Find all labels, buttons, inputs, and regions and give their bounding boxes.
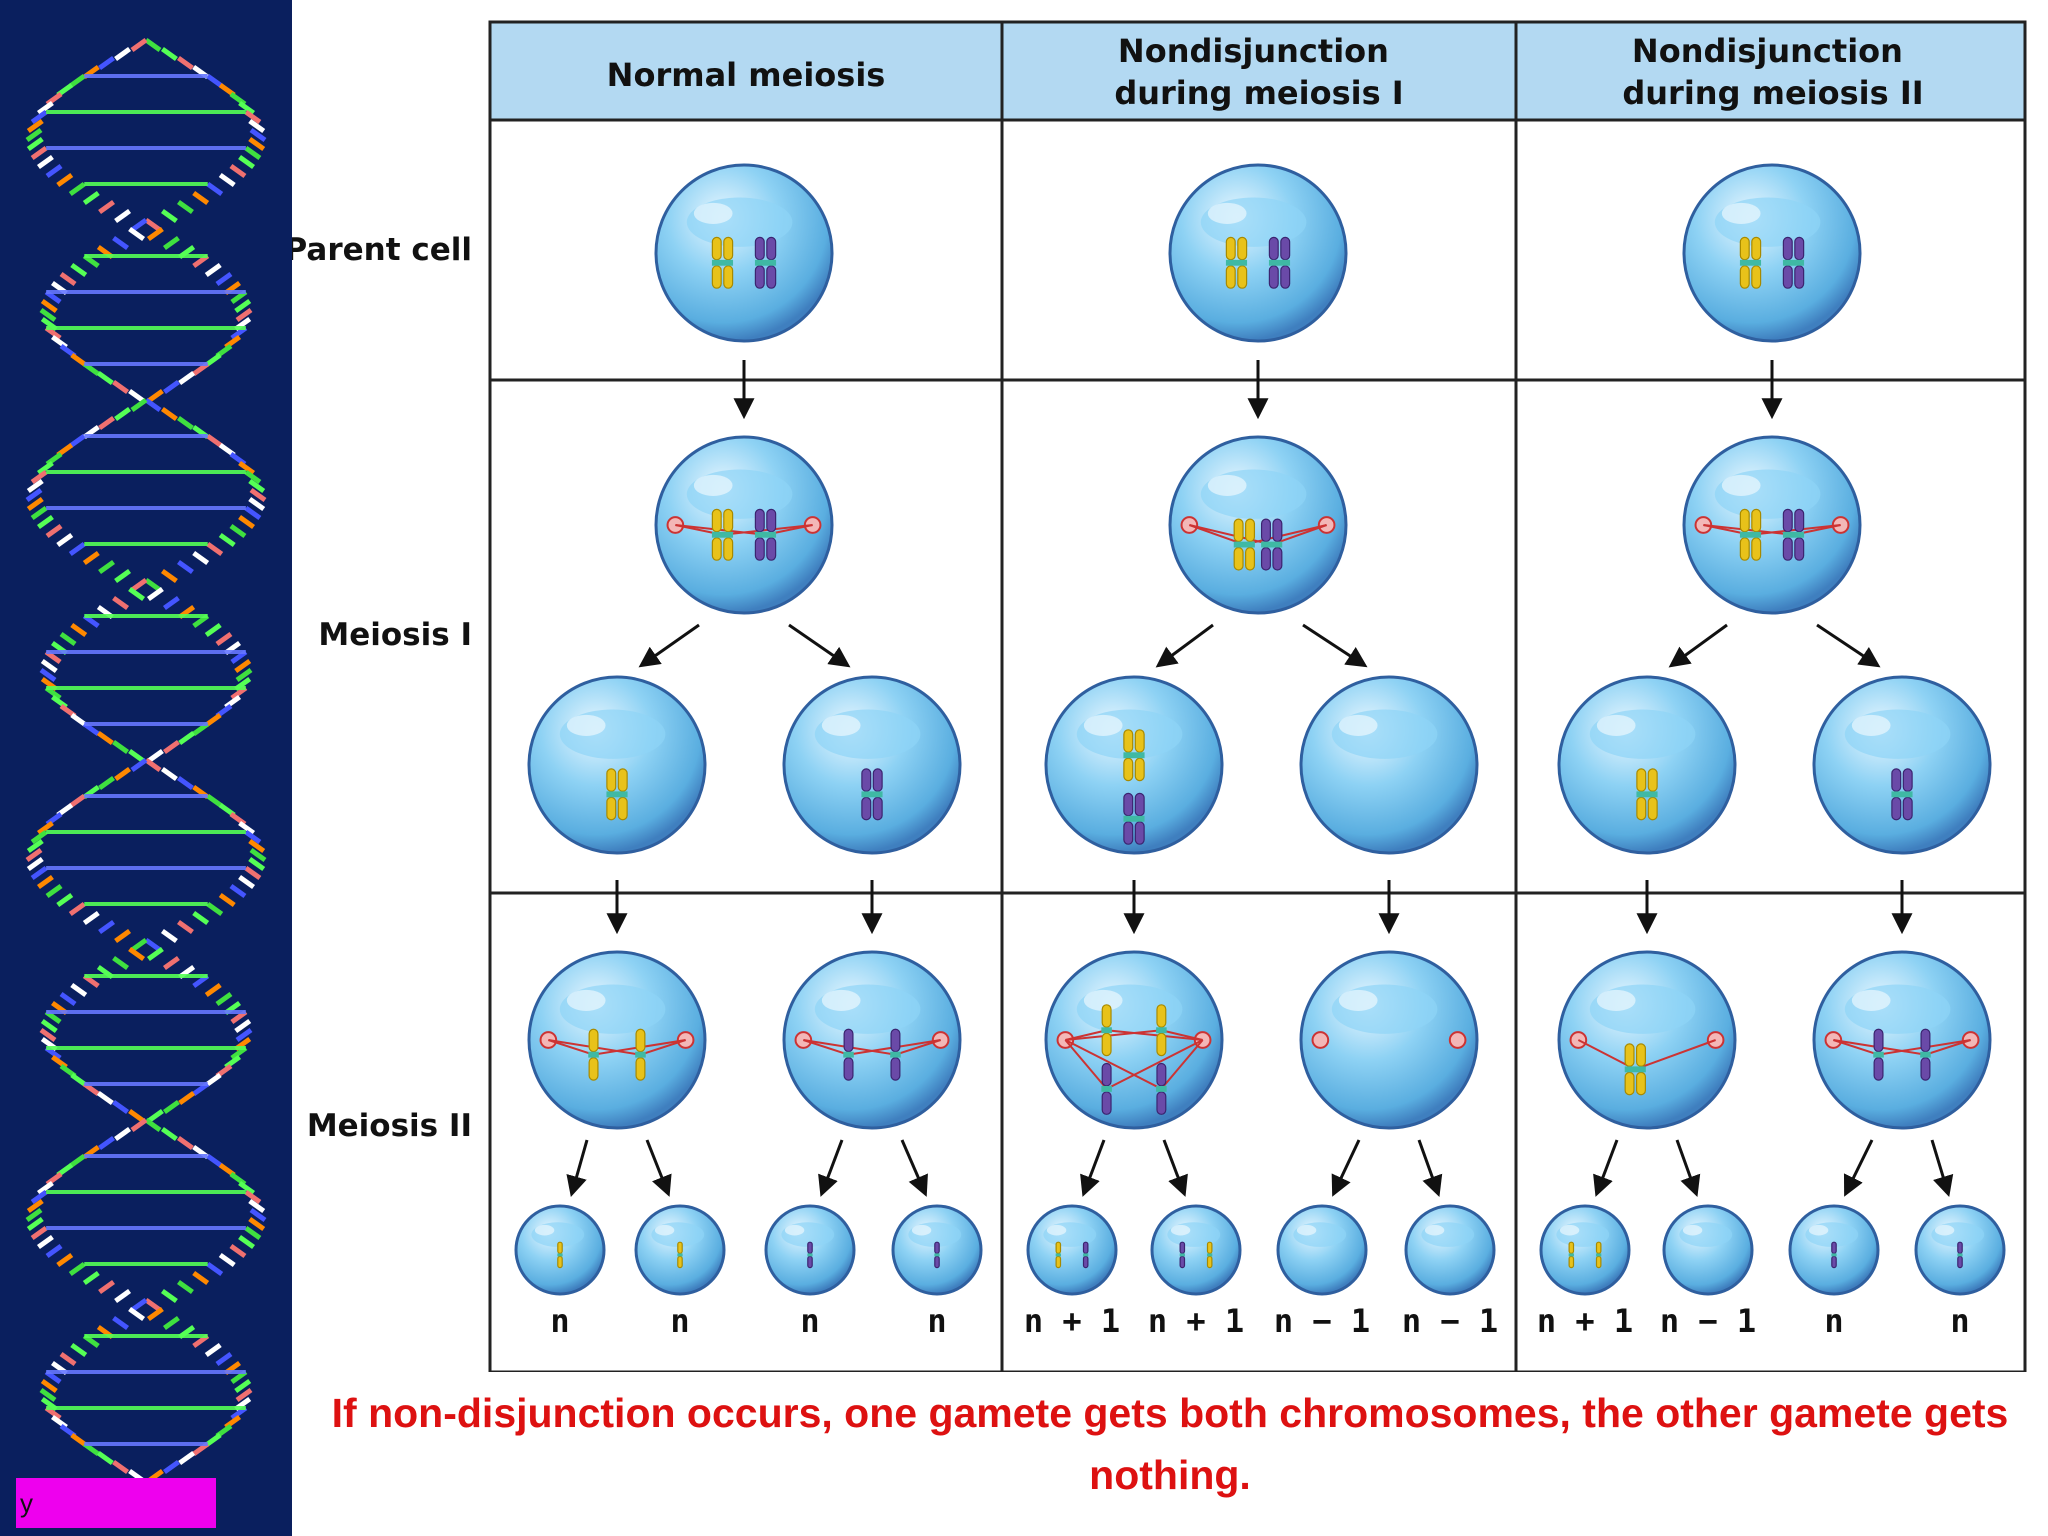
row-label-parent-cell: Parent cell <box>292 232 472 268</box>
arrow <box>900 1139 928 1197</box>
cell <box>1044 675 1224 855</box>
cell <box>1150 1204 1242 1296</box>
cell <box>1812 675 1992 855</box>
nondisjunction-diagram: Normal meiosis Nondisjunction during mei… <box>292 20 2027 1372</box>
arrow <box>1843 1139 1874 1197</box>
cell <box>1404 1204 1496 1296</box>
arrow <box>645 1139 672 1197</box>
cell <box>1682 435 1862 615</box>
cell <box>1044 950 1224 1130</box>
cell <box>654 163 834 343</box>
arrow <box>1668 623 1728 668</box>
col-header-nondisjunction-meiosis-1: Nondisjunction during meiosis I <box>1114 32 1403 112</box>
gamete-label: n <box>927 1302 946 1340</box>
gamete-label: n <box>1950 1302 1969 1340</box>
dna-helix-illustration <box>25 37 267 1484</box>
header-band <box>490 22 2025 120</box>
dna-helix-sidebar <box>0 0 292 1536</box>
cell <box>1299 950 1479 1130</box>
table-grid <box>488 20 2027 1372</box>
cell <box>527 675 707 855</box>
cell <box>634 1204 726 1296</box>
cell <box>1788 1204 1880 1296</box>
cell <box>1662 1204 1754 1296</box>
arrow <box>1331 1139 1361 1197</box>
arrow <box>1080 1139 1106 1197</box>
arrow <box>818 1139 844 1197</box>
arrow <box>1816 623 1881 668</box>
helix-strands <box>25 37 267 1484</box>
col-header-nondisjunction-meiosis-2: Nondisjunction during meiosis II <box>1622 32 1923 112</box>
cell <box>1557 950 1737 1130</box>
gamete-label: n − 1 <box>1660 1302 1756 1340</box>
cell <box>1276 1204 1368 1296</box>
gamete-label: n + 1 <box>1537 1302 1633 1340</box>
arrow <box>566 1139 589 1198</box>
cell <box>1299 675 1479 855</box>
cell <box>1026 1204 1118 1296</box>
cell <box>527 950 707 1130</box>
cell <box>1812 950 1992 1130</box>
arrow <box>638 623 700 668</box>
gamete-label: n − 1 <box>1402 1302 1498 1340</box>
arrow <box>1930 1139 1954 1198</box>
col-header-normal: Normal meiosis <box>607 56 886 94</box>
cell <box>782 950 962 1130</box>
cell <box>1914 1204 2006 1296</box>
gamete-label: n + 1 <box>1024 1302 1120 1340</box>
cell <box>782 675 962 855</box>
arrow <box>1302 623 1368 668</box>
cell <box>1168 435 1348 615</box>
gamete-labels: n n n n n + 1 n + 1 n − 1 n − 1 n + 1 n … <box>550 1302 1969 1340</box>
cell <box>891 1204 983 1296</box>
caption: If non-disjunction occurs, one gamete ge… <box>331 1390 2009 1498</box>
arrow <box>1675 1139 1701 1197</box>
gamete-label: n <box>1824 1302 1843 1340</box>
arrow <box>1417 1139 1443 1197</box>
gamete-label: n <box>550 1302 569 1340</box>
arrow <box>1155 623 1214 668</box>
gamete-label: n <box>800 1302 819 1340</box>
gamete-label: n + 1 <box>1148 1302 1244 1340</box>
corner-tag: y <box>16 1478 216 1528</box>
row-label-meiosis-2: Meiosis II <box>307 1108 472 1144</box>
cell <box>1557 675 1737 855</box>
arrow <box>1593 1139 1619 1197</box>
row-label-meiosis-1: Meiosis I <box>318 617 472 653</box>
cell <box>764 1204 856 1296</box>
arrow <box>788 623 851 668</box>
cell <box>1539 1204 1631 1296</box>
cell <box>654 435 834 615</box>
arrow <box>1162 1139 1188 1197</box>
cell <box>1168 163 1348 343</box>
gamete-label: n <box>670 1302 689 1340</box>
cell <box>514 1204 606 1296</box>
cell <box>1682 163 1862 343</box>
gamete-label: n − 1 <box>1274 1302 1370 1340</box>
